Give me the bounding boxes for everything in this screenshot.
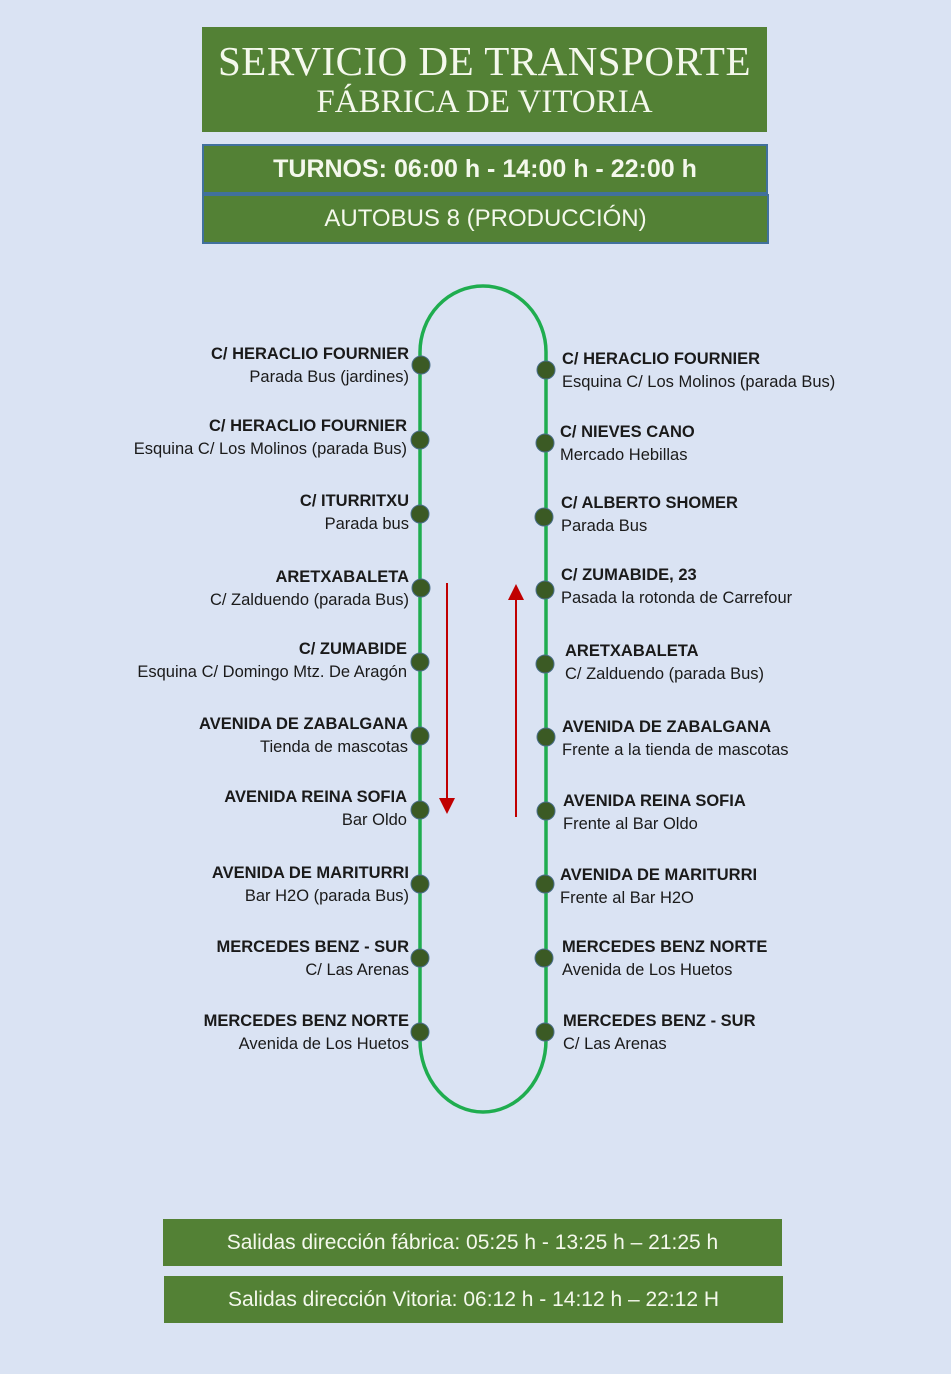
shifts-banner: TURNOS: 06:00 h - 14:00 h - 22:00 h bbox=[202, 144, 768, 194]
right-stop: C/ ALBERTO SHOMER Parada Bus bbox=[561, 492, 738, 538]
stop-dot-icon bbox=[410, 430, 430, 450]
stop-name: MERCEDES BENZ - SUR bbox=[563, 1012, 756, 1030]
stop-dot-icon bbox=[410, 874, 430, 894]
left-stop: ARETXABALETA C/ Zalduendo (parada Bus) bbox=[210, 566, 409, 612]
departures-to-vitoria-banner: Salidas dirección Vitoria: 06:12 h - 14:… bbox=[164, 1276, 783, 1323]
right-stop: AVENIDA DE MARITURRI Frente al Bar H2O bbox=[560, 864, 757, 910]
right-stop: ARETXABALETA C/ Zalduendo (parada Bus) bbox=[565, 640, 764, 686]
stop-name: C/ HERACLIO FOURNIER bbox=[562, 350, 760, 368]
left-stop: C/ ZUMABIDE Esquina C/ Domingo Mtz. De A… bbox=[137, 638, 407, 684]
stop-dot-icon bbox=[410, 948, 430, 968]
stop-detail: Bar H2O (parada Bus) bbox=[244, 887, 409, 905]
title-line-1: SERVICIO DE TRANSPORTE bbox=[218, 37, 751, 84]
stop-detail: Frente al Bar H2O bbox=[560, 889, 694, 907]
left-stop: MERCEDES BENZ NORTE Avenida de Los Hueto… bbox=[204, 1010, 409, 1056]
stop-dot-icon bbox=[535, 433, 555, 453]
stop-name: C/ HERACLIO FOURNIER bbox=[211, 345, 409, 363]
stop-detail: Avenida de Los Huetos bbox=[238, 1035, 409, 1053]
left-stop: MERCEDES BENZ - SUR C/ Las Arenas bbox=[216, 936, 409, 982]
left-stop-markers bbox=[410, 355, 431, 1042]
right-stop: C/ NIEVES CANO Mercado Hebillas bbox=[560, 421, 695, 467]
route-loop-line bbox=[418, 284, 548, 1114]
stop-dot-icon bbox=[535, 1022, 555, 1042]
bus-text: AUTOBUS 8 (PRODUCCIÓN) bbox=[324, 205, 647, 232]
stop-dot-icon bbox=[536, 727, 556, 747]
right-stop: C/ ZUMABIDE, 23 Pasada la rotonda de Car… bbox=[561, 564, 792, 610]
stop-name: AVENIDA DE ZABALGANA bbox=[199, 715, 408, 733]
shifts-text: TURNOS: 06:00 h - 14:00 h - 22:00 h bbox=[273, 154, 697, 183]
stop-name: AVENIDA DE ZABALGANA bbox=[562, 718, 771, 736]
stop-dot-icon bbox=[534, 948, 554, 968]
stop-name: C/ NIEVES CANO bbox=[560, 423, 695, 441]
stop-name: AVENIDA DE MARITURRI bbox=[211, 864, 409, 882]
stop-detail: Esquina C/ Domingo Mtz. De Aragón bbox=[137, 663, 407, 681]
stop-name: ARETXABALETA bbox=[565, 642, 699, 660]
stop-name: MERCEDES BENZ NORTE bbox=[562, 938, 768, 956]
stop-dot-icon bbox=[535, 654, 555, 674]
stop-dot-icon bbox=[410, 800, 430, 820]
left-stop: C/ HERACLIO FOURNIER Esquina C/ Los Moli… bbox=[134, 415, 407, 461]
stop-dot-icon bbox=[534, 507, 554, 527]
stop-detail: Frente al Bar Oldo bbox=[563, 815, 698, 833]
stop-dot-icon bbox=[535, 874, 555, 894]
stop-name: AVENIDA DE MARITURRI bbox=[560, 866, 758, 884]
left-stop: C/ HERACLIO FOURNIER Parada Bus (jardine… bbox=[211, 343, 409, 389]
stop-detail: Frente a la tienda de mascotas bbox=[562, 741, 789, 759]
right-stop: MERCEDES BENZ - SUR C/ Las Arenas bbox=[563, 1010, 756, 1056]
stop-detail: Parada Bus (jardines) bbox=[249, 368, 409, 386]
left-stop: AVENIDA DE MARITURRI Bar H2O (parada Bus… bbox=[212, 862, 409, 908]
stop-dot-icon bbox=[410, 1022, 430, 1042]
stop-detail: Avenida de Los Huetos bbox=[562, 961, 733, 979]
stop-dot-icon bbox=[410, 726, 430, 746]
stop-detail: C/ Las Arenas bbox=[305, 961, 409, 979]
stop-dot-icon bbox=[536, 360, 556, 380]
stop-dot-icon bbox=[411, 578, 431, 598]
departures-to-factory-text: Salidas dirección fábrica: 05:25 h - 13:… bbox=[226, 1230, 719, 1254]
stop-dot-icon bbox=[411, 355, 431, 375]
stop-detail: Parada bus bbox=[324, 515, 409, 533]
stop-detail: C/ Las Arenas bbox=[563, 1035, 667, 1053]
stop-name: C/ ALBERTO SHOMER bbox=[561, 494, 738, 512]
stop-name: ARETXABALETA bbox=[275, 568, 409, 586]
stop-detail: Pasada la rotonda de Carrefour bbox=[561, 589, 793, 607]
stop-name: MERCEDES BENZ NORTE bbox=[203, 1012, 409, 1030]
left-stop: AVENIDA REINA SOFIA Bar Oldo bbox=[224, 786, 407, 832]
stop-detail: Mercado Hebillas bbox=[560, 446, 688, 464]
stop-name: MERCEDES BENZ - SUR bbox=[216, 938, 409, 956]
stop-name: AVENIDA REINA SOFIA bbox=[224, 788, 407, 806]
stop-name: C/ ZUMABIDE bbox=[298, 640, 407, 658]
left-stop: AVENIDA DE ZABALGANA Tienda de mascotas bbox=[199, 713, 408, 759]
stop-detail: Esquina C/ Los Molinos (parada Bus) bbox=[133, 440, 407, 458]
right-stop-markers bbox=[534, 360, 556, 1042]
right-stop: MERCEDES BENZ NORTE Avenida de Los Hueto… bbox=[562, 936, 767, 982]
bus-banner: AUTOBUS 8 (PRODUCCIÓN) bbox=[202, 194, 769, 244]
left-stop: C/ ITURRITXU Parada bus bbox=[300, 490, 409, 536]
right-stop: C/ HERACLIO FOURNIER Esquina C/ Los Moli… bbox=[562, 348, 835, 394]
stop-detail: Tienda de mascotas bbox=[260, 738, 408, 756]
stop-dot-icon bbox=[535, 580, 555, 600]
stop-dot-icon bbox=[536, 801, 556, 821]
stop-detail: Bar Oldo bbox=[341, 811, 407, 829]
stop-detail: C/ Zalduendo (parada Bus) bbox=[565, 665, 765, 683]
right-stop: AVENIDA REINA SOFIA Frente al Bar Oldo bbox=[563, 790, 746, 836]
departures-to-vitoria-text: Salidas dirección Vitoria: 06:12 h - 14:… bbox=[227, 1287, 720, 1311]
right-stop: AVENIDA DE ZABALGANA Frente a la tienda … bbox=[562, 716, 789, 762]
stop-name: C/ HERACLIO FOURNIER bbox=[209, 417, 407, 435]
stop-dot-icon bbox=[410, 652, 430, 672]
title-banner: SERVICIO DE TRANSPORTE FÁBRICA DE VITORI… bbox=[202, 27, 767, 132]
stop-detail: C/ Zalduendo (parada Bus) bbox=[209, 591, 409, 609]
stop-dot-icon bbox=[410, 504, 430, 524]
stop-name: AVENIDA REINA SOFIA bbox=[563, 792, 746, 810]
stop-detail: Esquina C/ Los Molinos (parada Bus) bbox=[562, 373, 836, 391]
stop-detail: Parada Bus bbox=[561, 517, 648, 535]
title-line-2: FÁBRICA DE VITORIA bbox=[316, 83, 653, 120]
stop-name: C/ ZUMABIDE, 23 bbox=[561, 566, 697, 584]
departures-to-factory-banner: Salidas dirección fábrica: 05:25 h - 13:… bbox=[163, 1219, 782, 1266]
stop-name: C/ ITURRITXU bbox=[299, 492, 409, 510]
